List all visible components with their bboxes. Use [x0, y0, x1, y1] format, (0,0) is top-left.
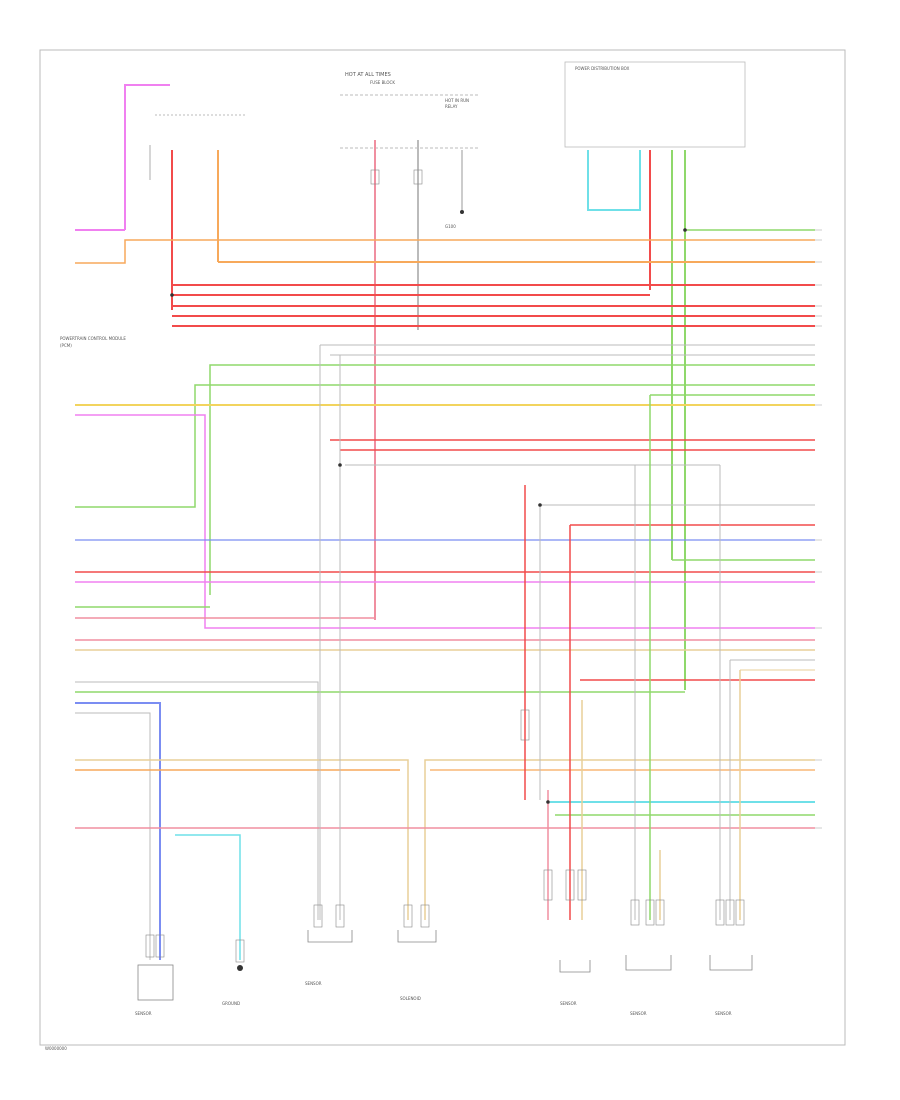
- pin: [630, 899, 640, 926]
- footer-code: W0000000: [45, 1046, 67, 1051]
- component-label-4: SOLENOID: [400, 996, 421, 1001]
- sensor-bracket-5: [709, 955, 753, 971]
- battery-junction-label: HOT IN RUN: [445, 98, 469, 103]
- battery-junction-sublabel: RELAY: [445, 104, 458, 109]
- pin: [413, 169, 423, 185]
- top-vertical-wires: [124, 84, 686, 690]
- fuse-block-sublabel: FUSE BLOCK: [370, 80, 395, 85]
- wire-cyan-sensor: [175, 834, 241, 960]
- component-label-3: SENSOR: [305, 981, 322, 986]
- ground-terminal: [237, 965, 243, 971]
- wire-tan-bot-1: [75, 759, 409, 920]
- wire-green-bus-1: [209, 364, 815, 595]
- pin: [577, 869, 587, 901]
- splice-dot: [170, 293, 174, 297]
- wire-cyan-relay: [587, 150, 641, 211]
- right-terminals: [815, 229, 822, 829]
- diagram-border: [39, 49, 846, 1046]
- fuse-block-label: HOT AT ALL TIMES: [345, 72, 391, 78]
- pin: [145, 934, 155, 958]
- pin: [565, 869, 575, 901]
- splice-dot: [683, 228, 687, 232]
- pin: [370, 169, 380, 185]
- sensor-bracket-2: [397, 930, 437, 943]
- pin: [335, 904, 345, 928]
- component-label-5: SENSOR: [560, 1001, 577, 1006]
- bottom-components: [137, 930, 753, 1001]
- wire-pink-2: [75, 414, 815, 629]
- pin: [520, 709, 530, 741]
- pin: [645, 899, 655, 926]
- pin: [715, 899, 725, 926]
- connector-pins: [145, 169, 745, 963]
- wire-magenta-top: [124, 84, 170, 230]
- splice-dot: [538, 503, 542, 507]
- pin: [543, 869, 553, 901]
- fuse-block-left: [149, 114, 245, 180]
- relay-box-label: POWER DISTRIBUTION BOX: [575, 66, 630, 71]
- bottom-vertical-wires: [319, 345, 741, 920]
- component-label-1: SENSOR: [135, 1011, 152, 1016]
- pin: [655, 899, 665, 926]
- pin: [403, 904, 413, 928]
- relay-box-outline: [564, 61, 746, 148]
- splice-dot: [338, 463, 342, 467]
- text-labels: POWERTRAIN CONTROL MODULE (PCM) G100 SEN…: [45, 224, 732, 1051]
- wire-gray-low-3: [75, 712, 151, 960]
- wire-orange-1: [75, 239, 815, 264]
- pin: [735, 899, 745, 926]
- splice-dot: [546, 800, 550, 804]
- wire-tan-bot-2: [424, 759, 815, 920]
- component-label-2: GROUND: [222, 1001, 240, 1006]
- pin: [235, 939, 245, 963]
- pcm-title: POWERTRAIN CONTROL MODULE: [60, 336, 126, 341]
- relay-box: POWER DISTRIBUTION BOX: [564, 61, 746, 148]
- pin: [420, 904, 430, 928]
- ground-dot: [460, 210, 464, 214]
- pin: [155, 934, 165, 958]
- sensor-bracket-1: [307, 930, 353, 943]
- sensor-bracket-4: [625, 955, 672, 971]
- pin: [725, 899, 735, 926]
- pcm-sub: (PCM): [60, 343, 72, 348]
- ground-label: G100: [445, 224, 456, 229]
- component-label-7: SENSOR: [715, 1011, 732, 1016]
- sensor-bracket-3: [559, 960, 591, 973]
- wire-blue-low: [75, 702, 161, 960]
- fuse-block-header: HOT AT ALL TIMES FUSE BLOCK HOT IN RUN R…: [340, 72, 480, 149]
- pin: [313, 904, 323, 928]
- wire-green-bus-2: [75, 384, 815, 508]
- pcm-component-box: [137, 964, 174, 1001]
- horizontal-wires: [75, 229, 815, 960]
- splice-points: [170, 228, 687, 804]
- wire-gray-low-2: [75, 681, 319, 920]
- component-label-6: SENSOR: [630, 1011, 647, 1016]
